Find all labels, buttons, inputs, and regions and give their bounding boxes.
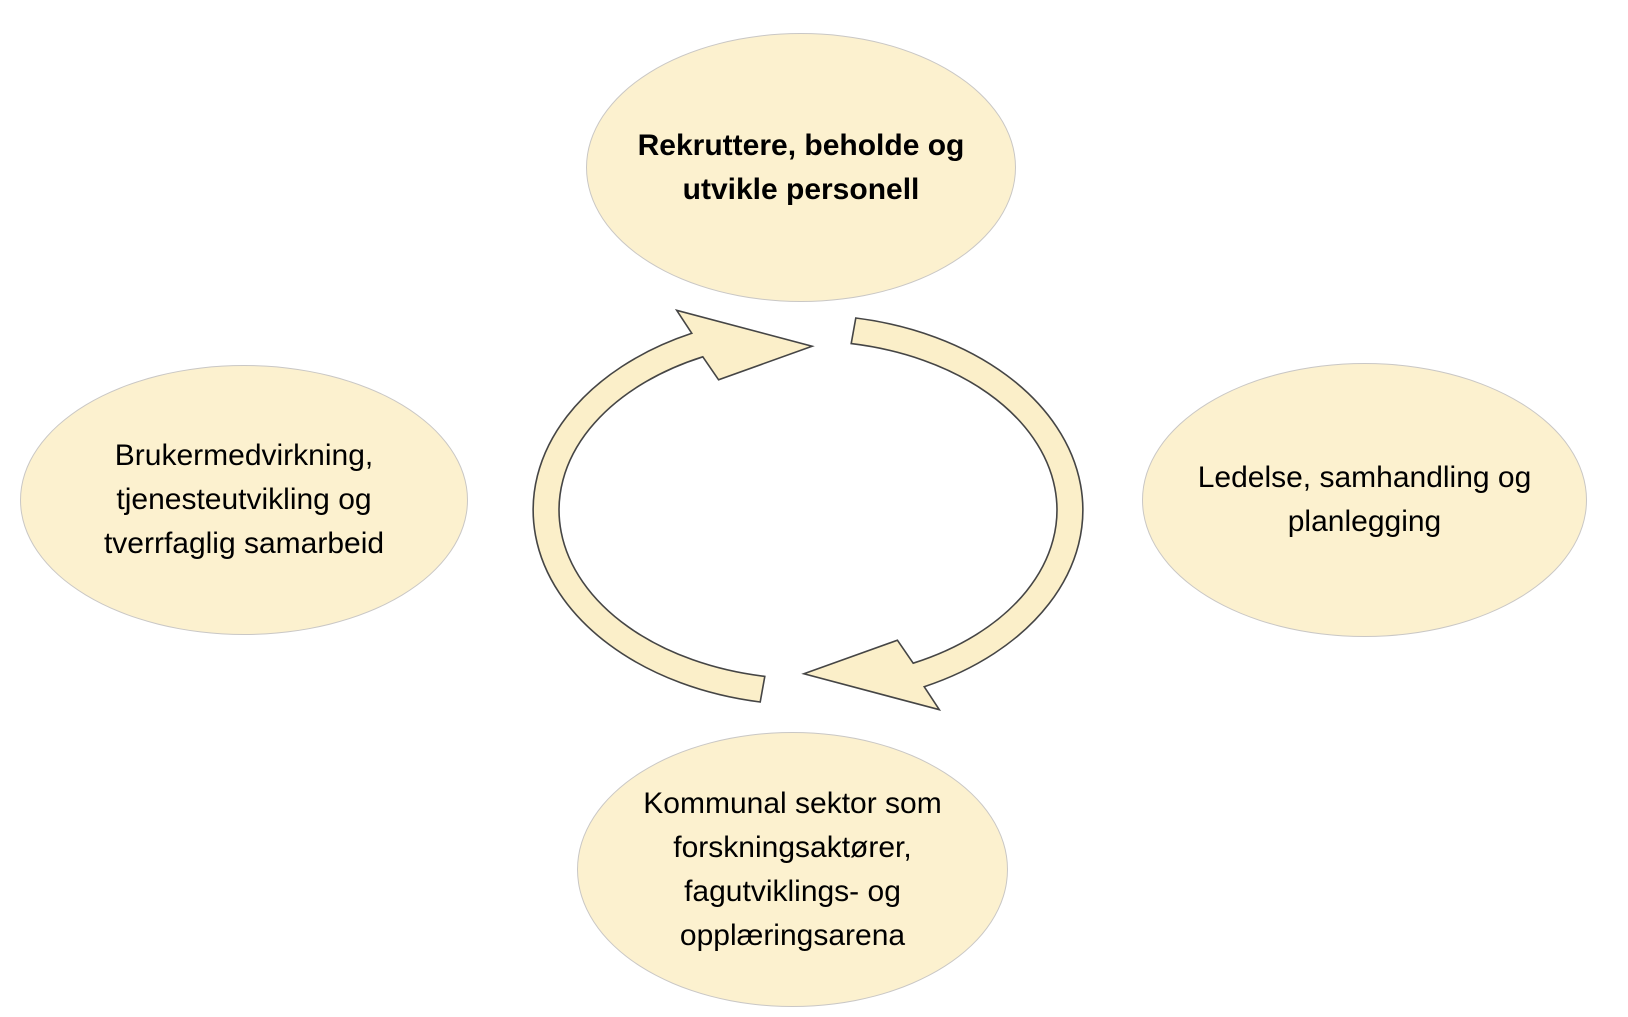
node-user-involvement-ellipse: Brukermedvirkning, tjenesteutvikling og … <box>20 365 468 635</box>
node-leadership-ellipse: Ledelse, samhandling og planlegging <box>1142 363 1587 637</box>
cycle-arrow-right-icon <box>801 317 1084 712</box>
node-municipal-sector-ellipse: Kommunal sektor som forskningsaktører, f… <box>577 732 1008 1007</box>
node-recruit-label: Rekruttere, beholde og utvikle personell <box>637 128 965 206</box>
node-user-involvement-label: Brukermedvirkning, tjenesteutvikling og … <box>103 439 385 560</box>
node-leadership-label: Ledelse, samhandling og planlegging <box>1197 461 1532 538</box>
node-recruit-ellipse: Rekruttere, beholde og utvikle personell <box>586 33 1016 302</box>
node-municipal-sector-label: Kommunal sektor som forskningsaktører, f… <box>643 786 942 952</box>
cycle-arrow-left-icon <box>532 308 815 703</box>
